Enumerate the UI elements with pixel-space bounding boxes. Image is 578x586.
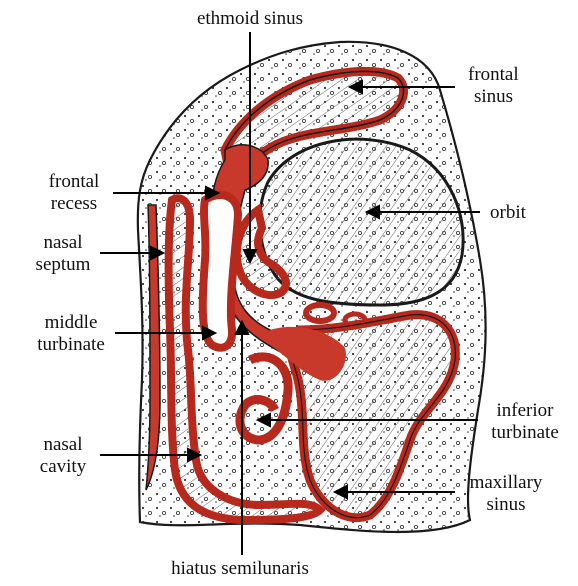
label-maxillary-sinus: maxillary sinus <box>460 472 552 516</box>
label-middle-turbinate-line1: middle <box>28 312 114 334</box>
label-nasal-cavity-line2: cavity <box>30 456 96 478</box>
label-middle-turbinate-line2: turbinate <box>28 334 114 356</box>
label-maxillary-sinus-line2: sinus <box>460 494 552 516</box>
label-frontal-sinus-line2: sinus <box>468 86 519 108</box>
label-maxillary-sinus-line1: maxillary <box>460 472 552 494</box>
label-frontal-recess: frontal recess <box>38 171 110 215</box>
label-hiatus-semilunaris: hiatus semilunaris <box>150 558 330 580</box>
label-inferior-turbinate-line1: inferior <box>480 400 570 422</box>
label-frontal-sinus: frontal sinus <box>468 64 519 108</box>
label-orbit: orbit <box>490 202 526 224</box>
label-frontal-sinus-line1: frontal <box>468 64 519 86</box>
label-nasal-septum: nasal septum <box>28 232 98 276</box>
label-frontal-recess-line2: recess <box>38 193 110 215</box>
label-ethmoid-sinus: ethmoid sinus <box>180 8 320 30</box>
label-frontal-recess-line1: frontal <box>38 171 110 193</box>
label-nasal-septum-line2: septum <box>28 254 98 276</box>
label-nasal-septum-line1: nasal <box>28 232 98 254</box>
orbit-shape <box>260 139 463 305</box>
label-nasal-cavity: nasal cavity <box>30 434 96 478</box>
label-middle-turbinate: middle turbinate <box>28 312 114 356</box>
label-nasal-cavity-line1: nasal <box>30 434 96 456</box>
label-inferior-turbinate: inferior turbinate <box>480 400 570 444</box>
middle-turbinate-shape <box>203 195 238 348</box>
label-inferior-turbinate-line2: turbinate <box>480 422 570 444</box>
